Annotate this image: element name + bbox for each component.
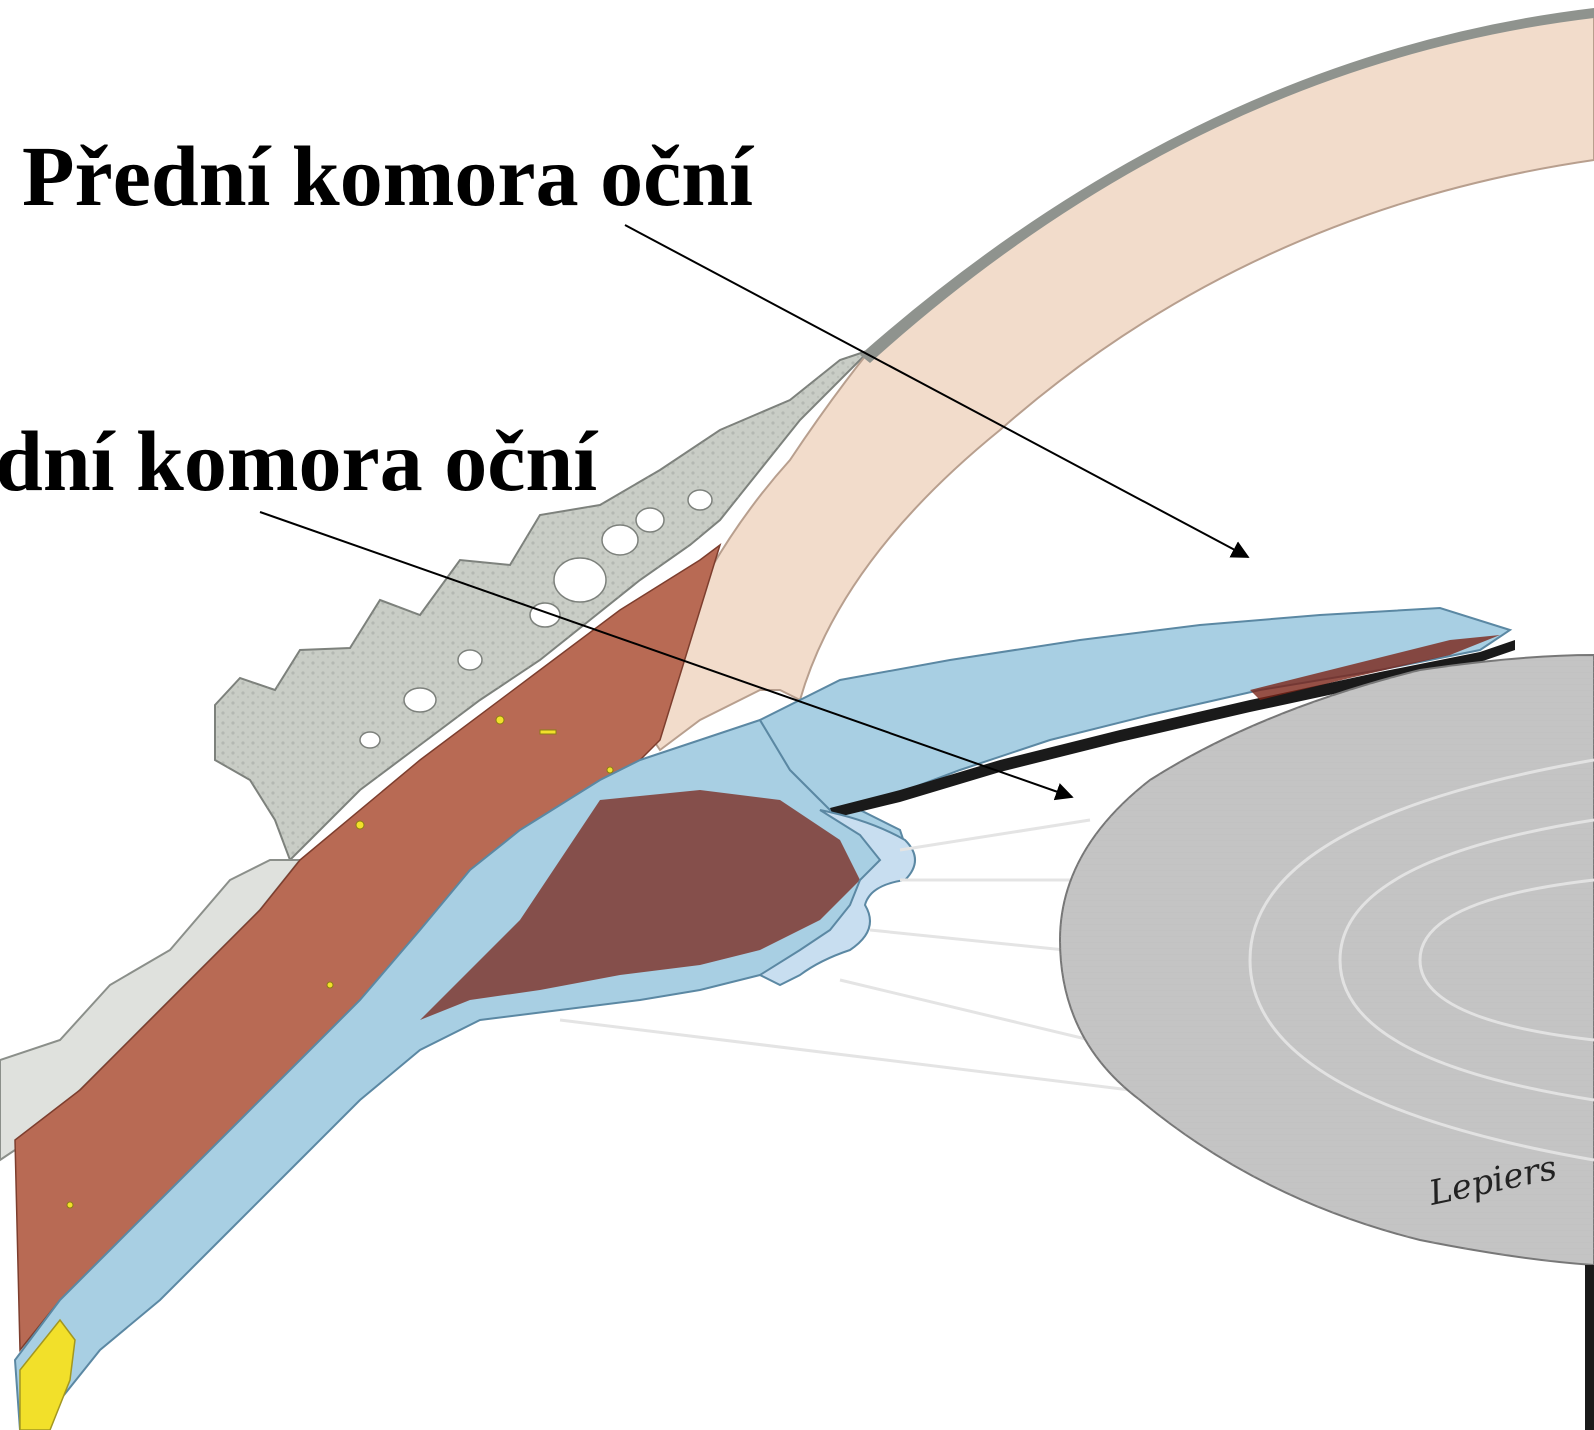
anterior-chamber-label: Přední komora oční bbox=[22, 128, 754, 224]
right-edge-strip bbox=[1585, 1265, 1594, 1430]
posterior-chamber-label: dní komora oční bbox=[0, 413, 598, 509]
